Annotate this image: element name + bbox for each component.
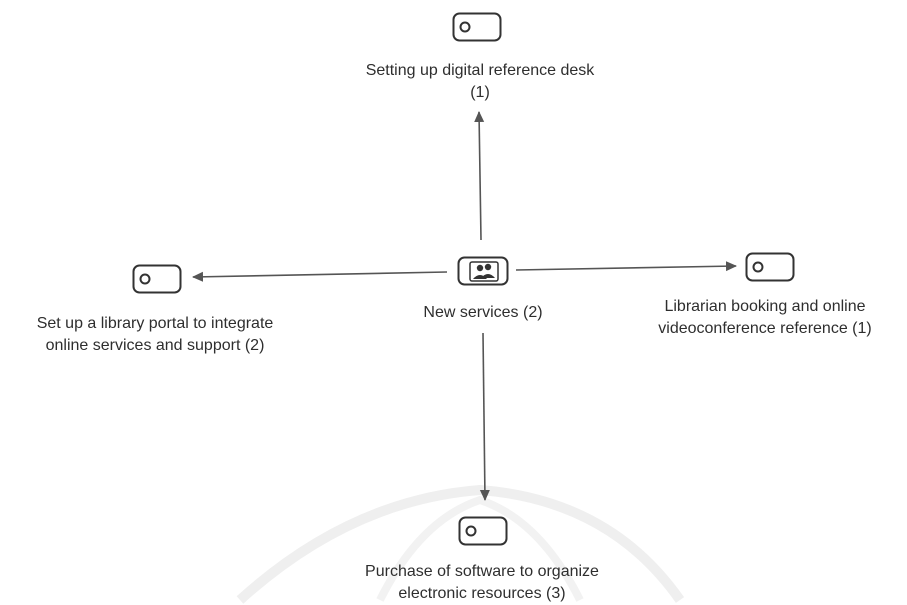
tag-node-icon[interactable]: [132, 264, 182, 294]
edge-to-bottom: [479, 332, 490, 501]
node-label-line: videoconference reference (1): [658, 320, 872, 337]
node-label-line: (1): [470, 84, 490, 101]
tag-node-icon[interactable]: [458, 516, 508, 546]
group-node-icon[interactable]: [457, 256, 509, 286]
node-label-left: Set up a library portal to integrate onl…: [5, 313, 305, 357]
node-label-line: Setting up digital reference desk: [365, 62, 595, 79]
node-label-top: Setting up digital reference desk (1): [330, 60, 630, 104]
tag-node-icon[interactable]: [745, 252, 795, 282]
node-label-line: online services and support (2): [45, 337, 265, 354]
node-label-right: Librarian booking and online videoconfer…: [630, 296, 900, 340]
tag-node-icon[interactable]: [452, 12, 502, 42]
center-label-text: New services (2): [423, 304, 543, 321]
node-label-line: Set up a library portal to integrate: [36, 315, 274, 332]
node-label-bottom: Purchase of software to organize electro…: [332, 561, 632, 605]
edge-to-top: [474, 111, 485, 241]
edge-to-left: [192, 271, 448, 282]
node-label-line: Purchase of software to organize: [365, 563, 599, 580]
node-label-line: Librarian booking and online: [664, 298, 866, 315]
center-label: New services (2): [383, 302, 583, 324]
edge-to-right: [515, 261, 737, 272]
node-label-line: electronic resources (3): [398, 585, 566, 602]
